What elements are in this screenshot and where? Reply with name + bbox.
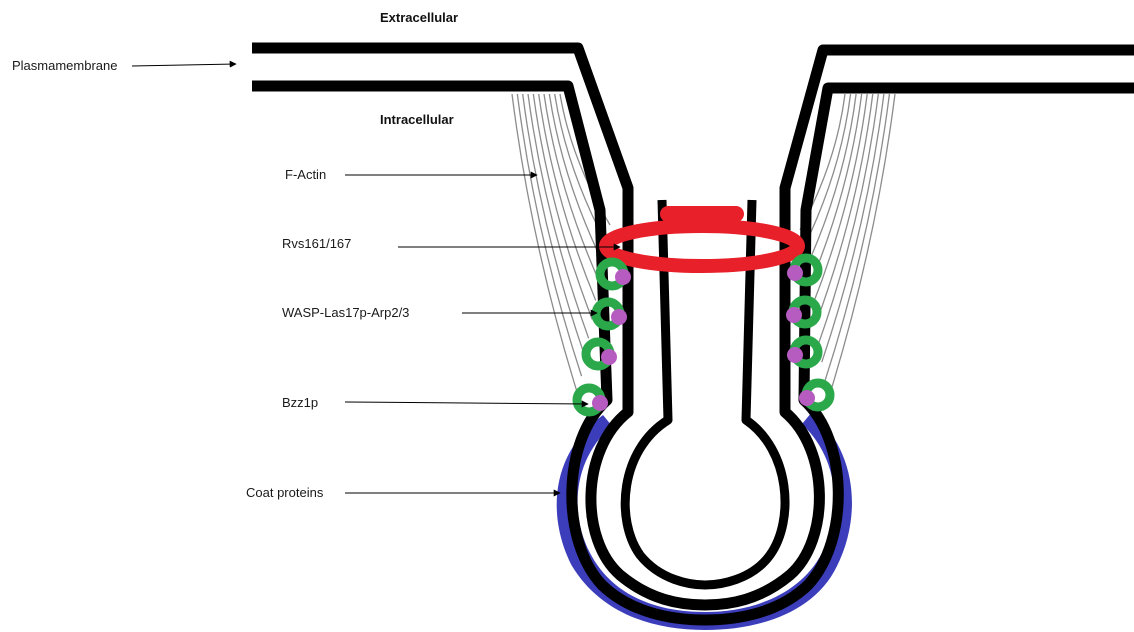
actin-filaments-left [512,94,610,395]
bzz1p-protein [615,269,631,285]
bzz1p-protein [601,349,617,365]
wasp-bzz1p-complexes [577,258,830,412]
bzz1p-protein [786,307,802,323]
bzz1p-protein [787,347,803,363]
bzz1p-protein [799,390,815,406]
plasma-membrane-label: Plasmamembrane [12,58,118,73]
plasma-membrane-arrow [132,64,236,66]
plasma-membrane-inner-leaflet [252,86,1134,620]
intracellular-heading: Intracellular [380,112,454,127]
f-actin-label: F-Actin [285,167,326,182]
plasma-membrane-outer-leaflet [252,48,1134,605]
bzz1p-protein [611,309,627,325]
bzz1p-label: Bzz1p [282,395,318,410]
bzz1p-arrow [345,402,588,404]
extracellular-heading: Extracellular [380,10,458,25]
bzz1p-protein [592,395,608,411]
rvs161-167-label: Rvs161/167 [282,236,351,251]
coat-proteins-label: Coat proteins [246,485,324,500]
rvs161-167-ring [606,206,798,266]
wasp-las17p-arp23-label: WASP-Las17p-Arp2/3 [282,305,409,320]
bzz1p-protein [787,265,803,281]
